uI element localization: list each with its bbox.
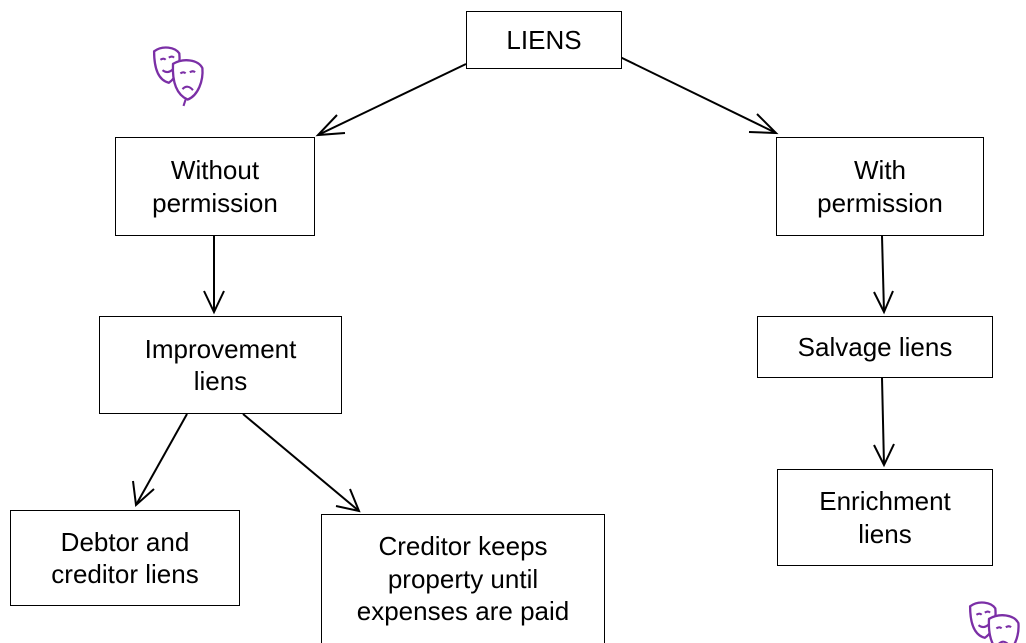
node-creditor-keeps-property: Creditor keeps property until expenses a… — [321, 514, 605, 643]
node-creditor-keeps-property-label: Creditor keeps property until expenses a… — [356, 531, 570, 627]
arrowhead — [873, 443, 895, 468]
node-without-permission: Without permission — [115, 137, 315, 236]
node-liens: LIENS — [466, 11, 622, 69]
arrowhead — [315, 114, 346, 137]
arrowhead — [335, 488, 361, 513]
edge-liens-to-without-permission — [317, 63, 467, 136]
node-enrichment-liens-label: Enrichment liens — [819, 486, 951, 549]
arrowhead — [132, 480, 155, 508]
arrowhead — [748, 113, 779, 135]
node-salvage-liens-label: Salvage liens — [797, 331, 953, 362]
node-debtor-creditor-liens: Debtor and creditor liens — [10, 510, 240, 606]
edge-with-permission-to-salvage-liens — [881, 235, 885, 313]
node-improvement-liens-label: Improvement liens — [144, 333, 297, 397]
edge-improvement-to-creditor-keeps — [242, 413, 360, 512]
node-liens-label: LIENS — [506, 24, 582, 55]
edge-liens-to-with-permission — [619, 56, 777, 134]
theater-masks-icon — [968, 601, 1020, 643]
arrowhead — [873, 290, 894, 315]
arrowhead — [203, 290, 225, 315]
node-with-permission: With permission — [776, 137, 984, 236]
node-salvage-liens: Salvage liens — [757, 316, 993, 378]
node-improvement-liens: Improvement liens — [99, 316, 342, 414]
edge-improvement-to-debtor-creditor — [135, 413, 188, 506]
edge-salvage-to-enrichment — [881, 377, 885, 466]
node-with-permission-label: With permission — [817, 155, 943, 218]
node-debtor-creditor-liens-label: Debtor and creditor liens — [51, 526, 199, 590]
node-enrichment-liens: Enrichment liens — [777, 469, 993, 566]
node-without-permission-label: Without permission — [152, 155, 278, 218]
theater-masks-icon — [152, 46, 204, 108]
